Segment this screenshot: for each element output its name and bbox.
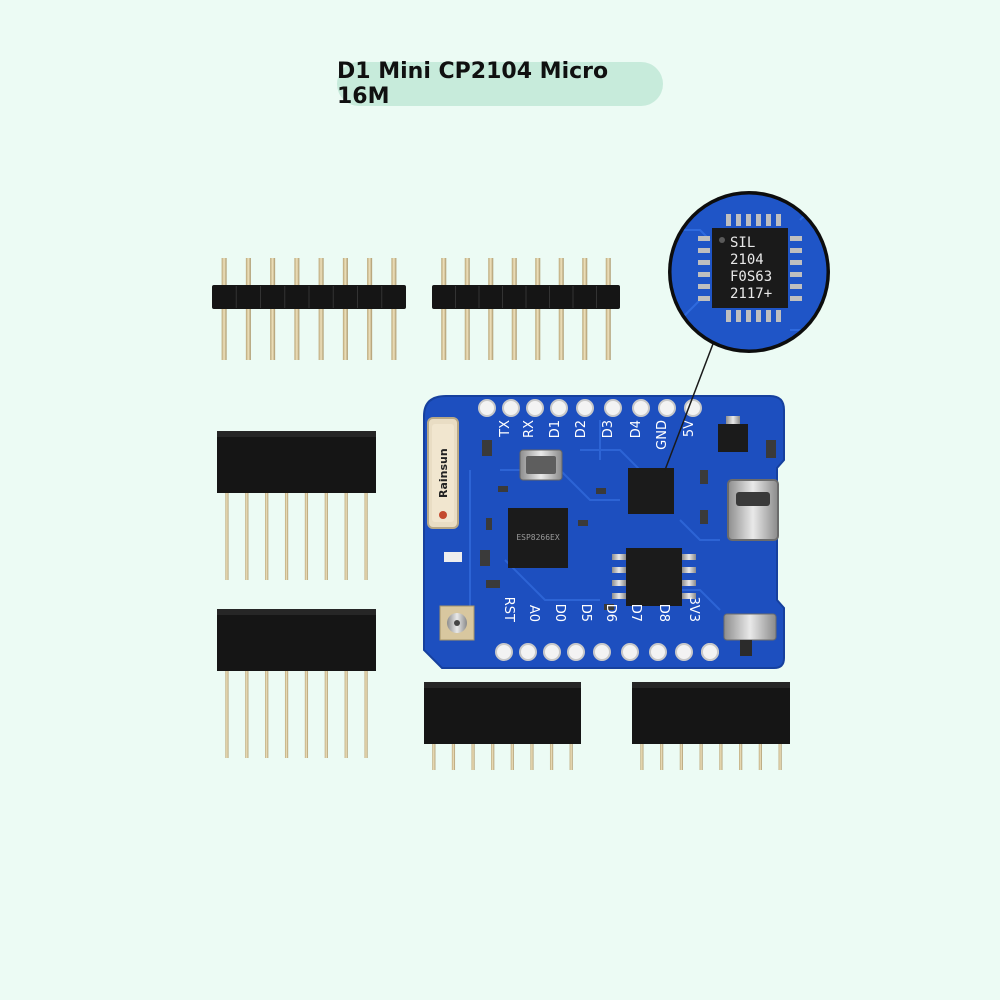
header-pin [344, 668, 348, 758]
header-pin [304, 668, 309, 758]
pin-hole [550, 399, 568, 417]
male-pin-header-right [432, 258, 620, 360]
top-pin-label: D4 [629, 420, 644, 438]
zoom-leader-line [664, 335, 717, 471]
header-pin [569, 740, 573, 770]
pin-hole [675, 643, 693, 661]
header-pin [739, 740, 743, 770]
pin-hole [567, 643, 585, 661]
pin-hole [502, 399, 520, 417]
header-pin [245, 490, 249, 580]
header-pin [304, 490, 309, 580]
svg-text:ESP8266EX: ESP8266EX [516, 533, 560, 542]
header-pin [758, 740, 762, 770]
header-pin [225, 490, 229, 580]
pin-hole [478, 399, 496, 417]
ufl-connector [439, 605, 475, 641]
esp8266-chip: ESP8266EX [508, 508, 568, 568]
product-title: D1 Mini CP2104 Micro 16M [337, 59, 663, 109]
bottom-pin-label: D7 [628, 604, 643, 622]
header-pin [225, 668, 229, 758]
header-pin [265, 668, 269, 758]
pin-hole [649, 643, 667, 661]
pin-hole [495, 643, 513, 661]
pin-hole [604, 399, 622, 417]
header-pin [245, 668, 249, 758]
bottom-pin-label: D0 [552, 604, 567, 622]
pin-hole [701, 643, 719, 661]
female-header-bottom-middle [424, 682, 581, 770]
d1-mini-board: Rainsun ESP8266EX [423, 395, 785, 669]
header-pin [549, 740, 554, 770]
micro-usb-port [727, 479, 779, 541]
female-header-left-top [217, 431, 376, 580]
chip-zoom-callout: SIL 2104 F0S63 2117+ [668, 191, 830, 353]
voltage-regulator [718, 424, 748, 452]
header-pin [324, 668, 328, 758]
header-pin [778, 740, 782, 770]
top-pin-label: TX [498, 420, 513, 438]
ceramic-antenna: Rainsun [427, 417, 459, 529]
header-pin [699, 740, 703, 770]
bottom-pin-label: A0 [526, 605, 541, 622]
pin-hole [684, 399, 702, 417]
chip-line-2: 2104 [730, 252, 764, 268]
top-pin-label: D1 [548, 420, 563, 438]
pin-hole [632, 399, 650, 417]
header-pin [640, 740, 644, 770]
header-pin [719, 740, 723, 770]
top-pin-label: D2 [574, 420, 589, 438]
female-header-bottom-right [632, 682, 790, 770]
bottom-pin-label: 3V3 [686, 597, 701, 622]
header-pin [432, 740, 436, 770]
header-pin [471, 740, 475, 770]
top-pin-label: GND [655, 420, 670, 450]
top-pin-label: 5V [682, 420, 697, 437]
header-pin [324, 490, 328, 580]
header-pin [344, 490, 348, 580]
flash-memory-chip [612, 548, 696, 606]
header-pin [510, 740, 514, 770]
pin-hole [526, 399, 544, 417]
header-pin [284, 668, 289, 758]
header-pin [364, 490, 368, 580]
pin-hole [658, 399, 676, 417]
header-pin [679, 740, 683, 770]
female-header-left-bottom [217, 609, 376, 758]
male-pin-header-left [212, 258, 406, 360]
cp2104-chip [628, 468, 674, 514]
pin-hole [576, 399, 594, 417]
bottom-pin-label: D8 [656, 604, 671, 622]
top-pin-label: RX [522, 420, 537, 438]
bottom-pin-label: RST [501, 597, 516, 622]
chip-line-1: SIL [730, 235, 755, 251]
header-pin [265, 490, 269, 580]
pin-hole [593, 643, 611, 661]
chip-line-3: F0S63 [730, 269, 772, 285]
header-pin [660, 740, 664, 770]
chip-line-4: 2117+ [730, 286, 772, 302]
pin-hole [519, 643, 537, 661]
pin-hole [621, 643, 639, 661]
top-pin-label: D3 [601, 420, 616, 438]
header-pin [284, 490, 289, 580]
header-pin [491, 740, 495, 770]
reset-button [723, 613, 777, 656]
pin-hole [543, 643, 561, 661]
header-pin [364, 668, 368, 758]
header-pin [530, 740, 534, 770]
bottom-pin-label: D6 [603, 604, 618, 622]
antenna-label: Rainsun [437, 448, 450, 498]
bottom-pin-label: D5 [578, 604, 593, 622]
header-pin [451, 740, 456, 770]
